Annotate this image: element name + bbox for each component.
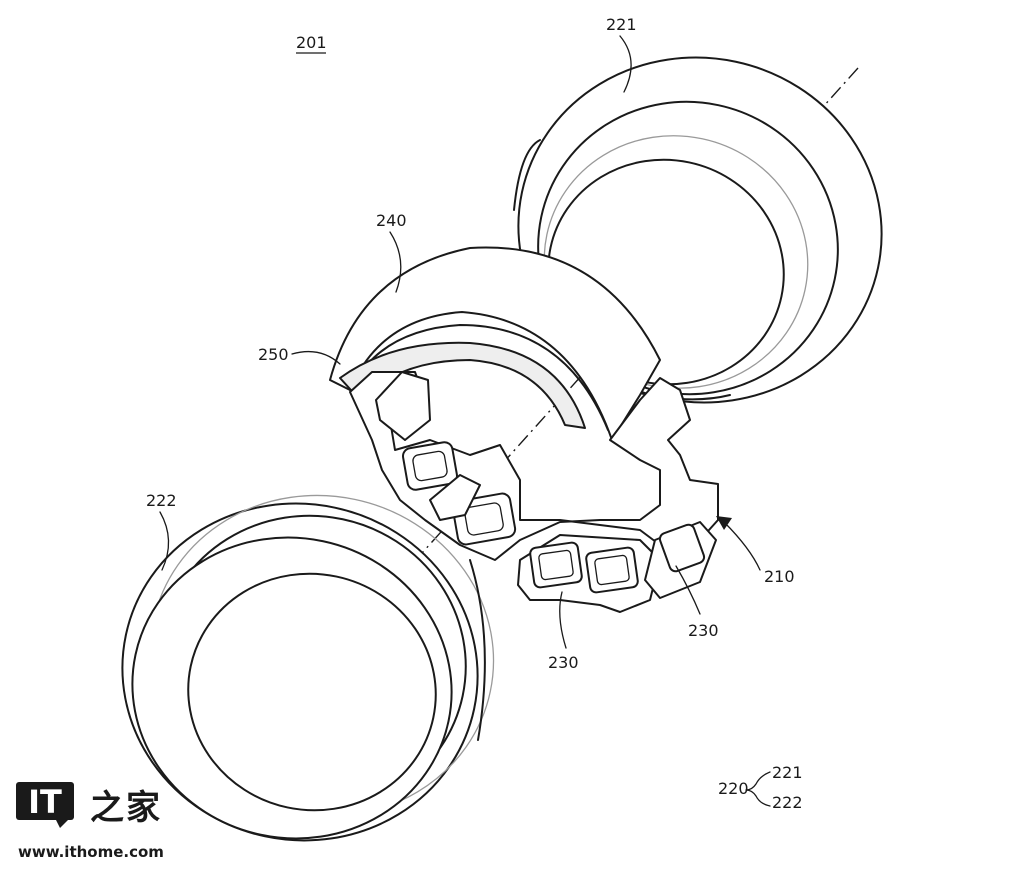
label-240: 240: [376, 211, 407, 230]
label-220-item-222: 222: [772, 793, 803, 812]
leader-240: [389, 231, 402, 293]
label-220: 220: [718, 779, 749, 798]
label-222: 222: [146, 491, 177, 510]
inner-module: [329, 246, 719, 613]
leader-230-a: [559, 591, 567, 649]
label-210: 210: [764, 567, 795, 586]
leader-210: [723, 521, 761, 571]
label-220-item-221: 221: [772, 763, 803, 782]
group-brace: [745, 771, 771, 807]
label-201: 201: [296, 33, 327, 52]
leader-250: [291, 350, 341, 365]
outer-ring-bottom: [121, 494, 495, 842]
ithome-url: www.ithome.com: [18, 843, 164, 861]
leader-221: [619, 35, 632, 93]
leader-222: [159, 511, 170, 571]
ithome-logo-text: 之家: [90, 788, 162, 828]
leader-230-b: [675, 565, 701, 615]
label-230-a: 230: [548, 653, 579, 672]
label-230-b: 230: [688, 621, 719, 640]
label-221: 221: [606, 15, 637, 34]
svg-text:IT: IT: [28, 783, 62, 821]
arrow-210: [716, 516, 732, 530]
ithome-logo-icon: IT: [16, 782, 74, 828]
label-250: 250: [258, 345, 289, 364]
